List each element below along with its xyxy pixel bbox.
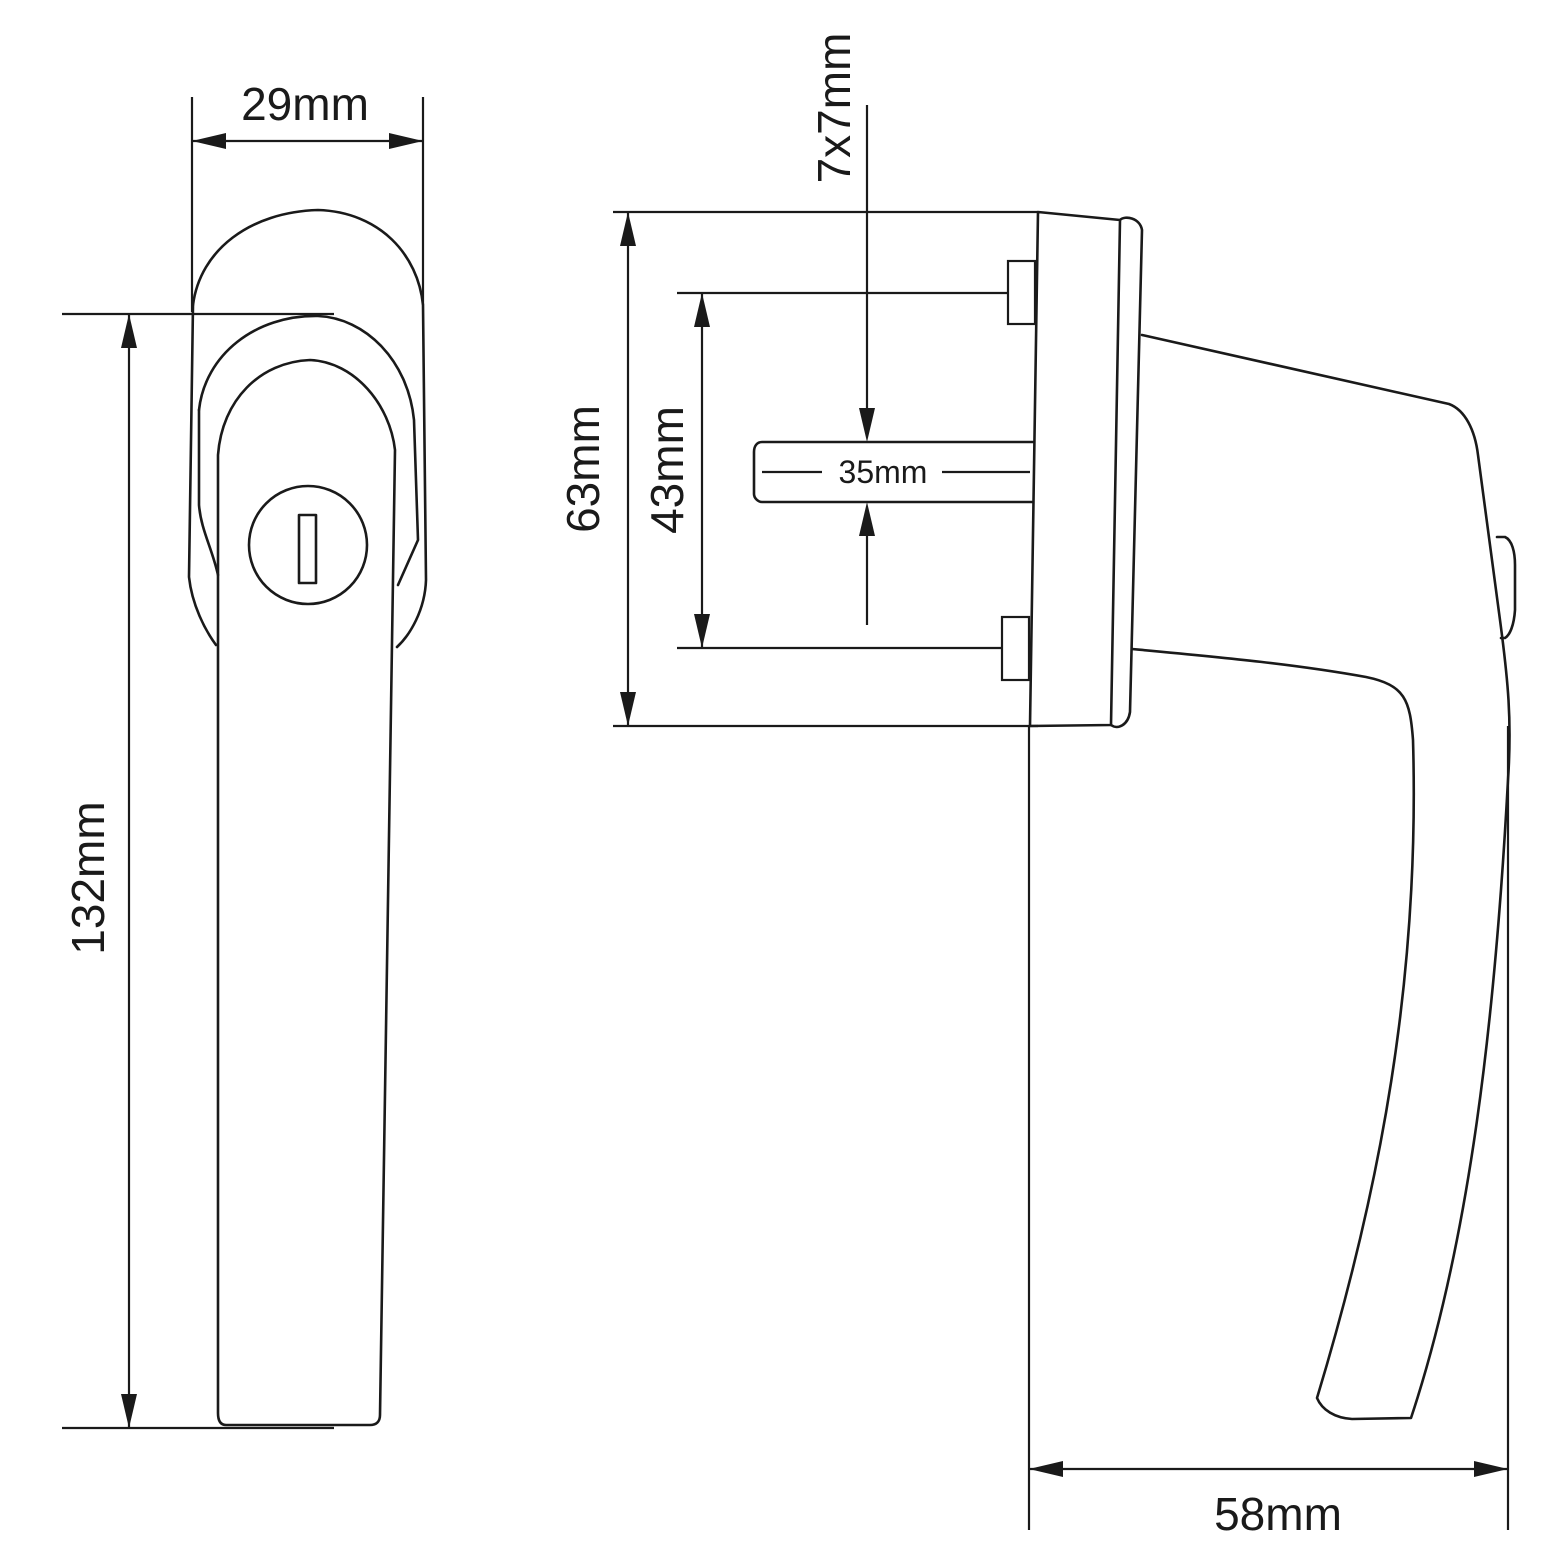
front-height-label: 132mm [62,801,114,954]
depth-label: 58mm [1214,1488,1342,1540]
front-width-dimension: 29mm [190,78,425,312]
base-height-dimension: 63mm [557,210,1038,728]
spindle-size-label: 7x7mm [808,33,860,184]
screw-spacing-dimension: 43mm [641,291,1008,650]
front-width-label: 29mm [241,78,369,130]
base-height-label: 63mm [557,405,609,533]
lock-cylinder-icon [247,484,369,606]
side-handle-outline [752,210,1517,1421]
depth-dimension: 58mm [1027,726,1510,1540]
front-height-dimension: 132mm [62,312,334,1430]
spindle-length-label: 35mm [839,454,928,490]
front-handle-outline [187,208,428,1427]
screw-spacing-label: 43mm [641,406,693,534]
key-slot-icon [297,513,318,585]
front-view: 29mm 132mm [62,78,428,1430]
spindle-length-dimension: 35mm [762,454,1030,490]
upper-screw-icon [1006,259,1037,326]
spindle-size-dimension: 7x7mm [808,33,875,625]
lower-screw-icon [1000,615,1031,682]
side-view: 7x7mm 35mm 63mm 43mm [557,33,1517,1540]
